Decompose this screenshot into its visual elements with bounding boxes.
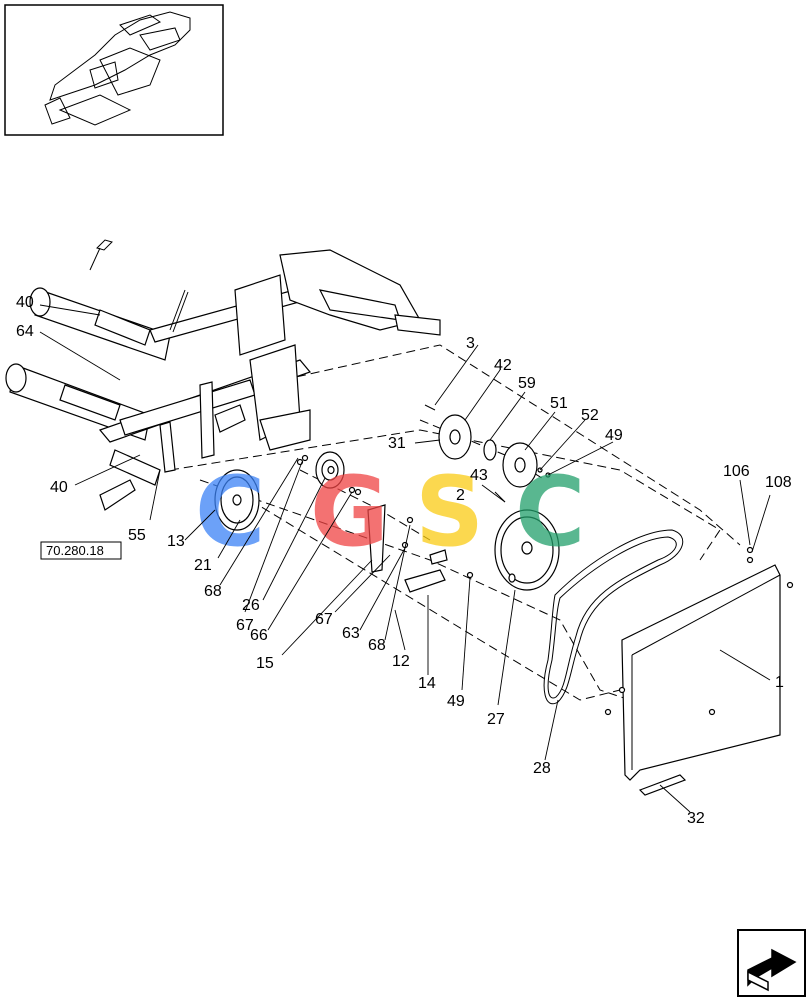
- callout-31: 59: [518, 375, 536, 392]
- next-page-arrow-icon[interactable]: [737, 929, 806, 997]
- reference-label: 70.280.18: [46, 543, 104, 558]
- machine-thumbnail: [4, 4, 224, 136]
- drive-belt: [543, 529, 684, 705]
- watermark: C G S C: [195, 456, 585, 568]
- callout-1: 1: [775, 674, 784, 691]
- watermark-letter-4: C: [515, 456, 585, 568]
- watermark-letter-2: G: [310, 456, 389, 568]
- callout-67: 67: [315, 611, 333, 628]
- callout-43: 2: [456, 487, 465, 504]
- leader-lines: [39, 304, 771, 813]
- callout-40: 40: [50, 479, 68, 496]
- callout-64: 64: [16, 323, 34, 340]
- callout-26: 26: [242, 597, 260, 614]
- callout-28: 28: [533, 760, 551, 777]
- pulleys: [214, 404, 560, 593]
- callout-49: 49: [447, 693, 465, 710]
- callout-15: 15: [256, 655, 274, 672]
- callout-32: 32: [687, 810, 705, 827]
- callout-40: 40: [16, 294, 34, 311]
- callout-66: 66: [250, 627, 268, 644]
- callout-42: 31: [388, 435, 406, 452]
- callout-68: 68: [368, 637, 386, 654]
- callout-67: 67: [236, 617, 254, 634]
- callout-27: 27: [487, 711, 505, 728]
- callout-108: 108: [765, 474, 792, 491]
- callout-49: 3: [466, 335, 475, 352]
- callout-12: 12: [392, 653, 410, 670]
- callout-51: 52: [581, 407, 599, 424]
- callout-55: 55: [128, 527, 146, 544]
- watermark-letter-1: C: [195, 456, 265, 568]
- callout-3: 42: [494, 357, 512, 374]
- callout-59: 43: [470, 467, 488, 484]
- watermark-letter-3: S: [415, 456, 484, 568]
- callout-63: 63: [342, 625, 360, 642]
- callout-13: 13: [167, 533, 185, 550]
- callout-68: 68: [204, 583, 222, 600]
- callouts: 40 64 40 55 13 21 68 67 26 66 15 67 63 6…: [16, 294, 792, 827]
- belt-cover-panel: [604, 546, 794, 796]
- frame-assembly: [5, 239, 441, 511]
- reference-link[interactable]: 70.280.18: [40, 541, 122, 560]
- callout-2: 51: [550, 395, 568, 412]
- callout-21: 21: [194, 557, 212, 574]
- callout-106: 106: [723, 463, 750, 480]
- callout-52: 49: [605, 427, 623, 444]
- callout-14: 14: [418, 675, 436, 692]
